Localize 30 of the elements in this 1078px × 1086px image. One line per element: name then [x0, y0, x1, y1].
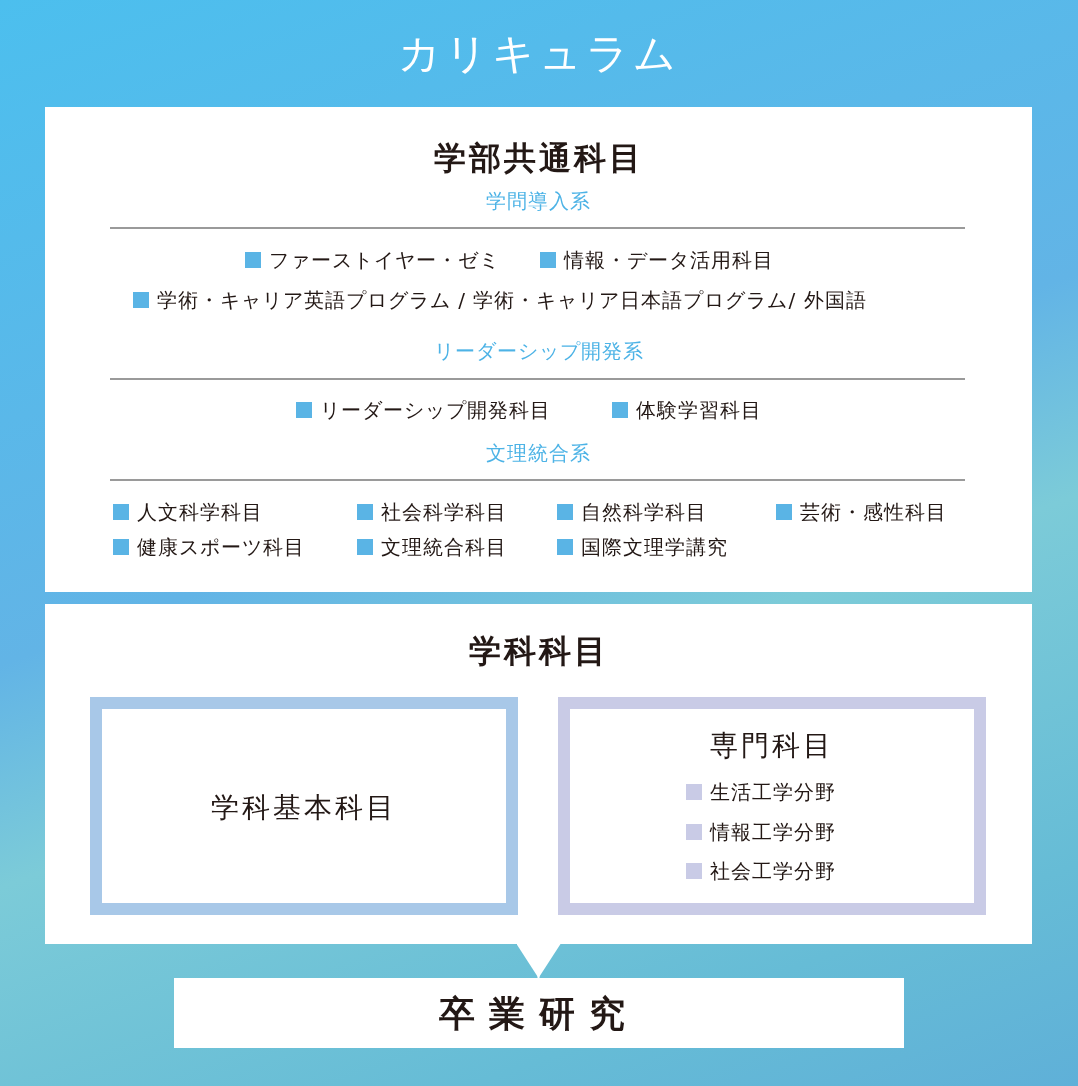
course-name: 学科基本科目 — [210, 790, 398, 826]
course-box — [558, 697, 986, 915]
list-item: 自然科学科目 — [557, 499, 707, 526]
list-item: 国際文理学講究 — [557, 534, 728, 561]
list-item: ファーストイヤー・ゼミ — [245, 247, 500, 274]
list-item: 情報工学分野 — [686, 819, 836, 846]
panel-heading: 学部共通科目 — [432, 138, 645, 179]
list-item: 健康スポーツ科目 — [113, 534, 305, 561]
section-heading: 文理統合系 — [485, 440, 592, 467]
list-item: 人文科学科目 — [113, 499, 263, 526]
research-name: 卒業研究 — [438, 992, 640, 1036]
list-item: 芸術・感性科目 — [776, 499, 947, 526]
course-heading: 専門科目 — [709, 728, 835, 764]
section-heading: 学問導入系 — [485, 188, 592, 215]
list-item: 学術・キャリア英語プログラム / 学術・キャリア日本語プログラム/ 外国語 — [133, 287, 867, 314]
arrow — [516, 943, 561, 979]
research-box — [174, 978, 904, 1048]
title: カリキュラム — [397, 28, 681, 80]
list-item: 社会科学科目 — [357, 499, 507, 526]
panel — [45, 604, 1032, 944]
list-item: 文理統合科目 — [357, 534, 507, 561]
course-box — [90, 697, 518, 915]
list-item: 社会工学分野 — [686, 858, 836, 885]
list-item: リーダーシップ開発科目 — [296, 397, 551, 424]
panel — [45, 107, 1032, 592]
section-heading: リーダーシップ開発系 — [432, 338, 645, 365]
list-item: 生活工学分野 — [686, 779, 836, 806]
panel-heading: 学科科目 — [467, 631, 610, 672]
list-item: 情報・データ活用科目 — [540, 247, 774, 274]
list-item: 体験学習科目 — [612, 397, 762, 424]
